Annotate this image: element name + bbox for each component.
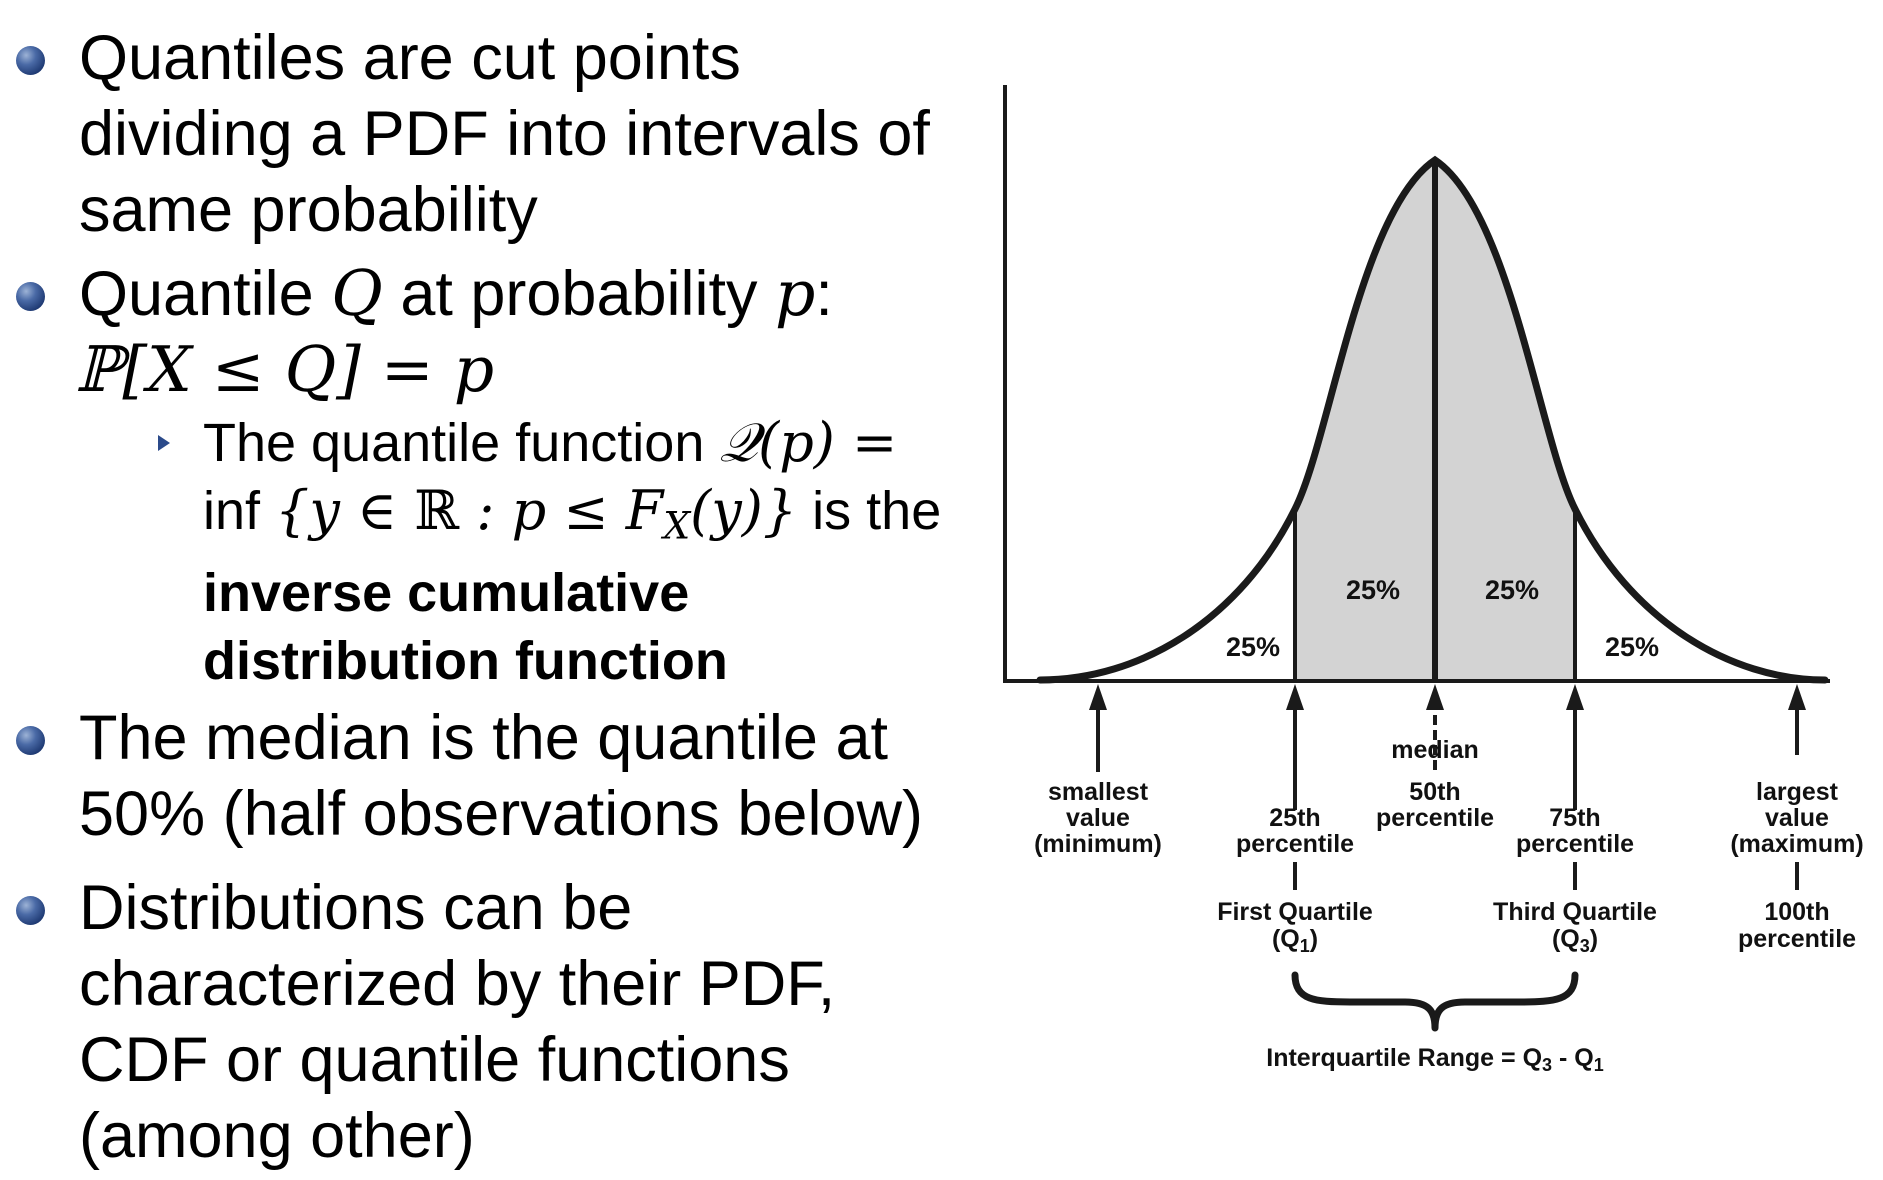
bullet-marker [16, 896, 45, 925]
max-label-1: largest [1756, 778, 1839, 806]
set-math-c: (y)} [690, 479, 798, 542]
q1-symbol-q: (Q [1272, 925, 1300, 953]
iqr-q1: Q [1574, 1044, 1593, 1072]
q1-symbol-sub: 1 [1300, 936, 1310, 956]
sub-bullet-marker [158, 435, 170, 451]
q1-label-2: percentile [1236, 830, 1354, 858]
region-label-2: 25% [1346, 575, 1400, 605]
sub-bullet-text-b: is the [797, 481, 942, 541]
quantile-function-math: 𝒬(p) = [719, 411, 898, 474]
min-arrow [1089, 684, 1107, 772]
quantile-formula: ℙ[X ≤ Q] = p [75, 333, 495, 406]
bullet-3: The median is the quantile at 50% (half … [79, 700, 923, 852]
q1-label-1: 25th [1269, 804, 1320, 832]
q3-symbol-close: ) [1590, 925, 1598, 953]
cdf-subscript: X [663, 503, 691, 548]
bullet-marker [16, 726, 45, 755]
region-label-3: 25% [1485, 575, 1539, 605]
min-label-1: smallest [1048, 778, 1149, 806]
iqr-minus: - [1552, 1044, 1574, 1072]
bullet-4: Distributions can be characterized by th… [79, 870, 835, 1174]
median-arrow [1426, 684, 1444, 770]
set-math-a: {y ∈ [275, 479, 415, 542]
bullet-4-line-3: CDF or quantile functions [79, 1025, 790, 1095]
bullet-1: Quantiles are cut points dividing a PDF … [79, 20, 930, 248]
math-var-p: p [775, 257, 816, 330]
max-pct-1: 100th [1764, 898, 1829, 926]
iqr-label: Interquartile Range = Q3 - Q1 [1266, 1044, 1603, 1075]
bullet-4-line-2: characterized by their PDF, [79, 949, 836, 1019]
sub-bullet-line-1: The quantile function 𝒬(p) = [203, 409, 941, 477]
min-label-3: (minimum) [1034, 830, 1162, 858]
sub-bullet-text-a: The quantile function [203, 413, 720, 473]
max-label-2: value [1765, 804, 1829, 832]
q3-symbol-sub: 3 [1580, 936, 1590, 956]
q1-symbol-close: ) [1310, 925, 1318, 953]
q3-symbol: (Q3) [1552, 925, 1598, 956]
min-label-2: value [1066, 804, 1130, 832]
bullet-4-line-4: (among other) [79, 1101, 475, 1171]
set-math-b: : p ≤ F [459, 479, 664, 542]
max-label-3: (maximum) [1730, 830, 1863, 858]
median-label: median [1391, 736, 1479, 764]
bullet-1-line-2: dividing a PDF into intervals of [79, 99, 930, 169]
region-label-4: 25% [1605, 632, 1659, 662]
q1-symbol: (Q1) [1272, 925, 1318, 956]
median-pct-2: percentile [1376, 804, 1494, 832]
bullet-2-text-b: at probability [382, 259, 776, 329]
bullet-4-line-1: Distributions can be [79, 873, 633, 943]
iqr-brace [1291, 971, 1579, 1032]
q1-arrow [1286, 684, 1304, 810]
q3-label-1: 75th [1549, 804, 1600, 832]
bullet-marker [16, 282, 45, 311]
iqr-q1-sub: 1 [1594, 1055, 1604, 1075]
q1-name: First Quartile [1217, 898, 1373, 926]
sub-bullet-bold-1: inverse cumulative [203, 563, 690, 624]
bullet-2-line-1: Quantile Q at probability p: [79, 256, 833, 332]
bullet-3-line-1: The median is the quantile at [79, 703, 889, 773]
median-pct-1: 50th [1409, 778, 1460, 806]
q3-symbol-q: (Q [1552, 925, 1580, 953]
iqr-q3: Q [1523, 1044, 1542, 1072]
sub-bullet-line-2: inf {y ∈ ℝ : p ≤ FX(y)} is the [203, 477, 941, 559]
sub-bullet: The quantile function 𝒬(p) = inf {y ∈ ℝ … [203, 409, 941, 695]
q3-label-2: percentile [1516, 830, 1634, 858]
iqr-text: Interquartile Range = [1266, 1044, 1522, 1072]
bullet-2-colon: : [815, 259, 833, 329]
bullet-2: Quantile Q at probability p: ℙ[X ≤ Q] = … [75, 256, 833, 408]
bullet-1-line-1: Quantiles are cut points [79, 23, 741, 93]
q3-arrow [1566, 684, 1584, 810]
reals-symbol: ℝ [414, 479, 460, 542]
quartile-diagram: 25% 25% 25% 25% [990, 60, 1883, 1100]
math-var-q: Q [331, 257, 383, 330]
region-label-1: 25% [1226, 632, 1280, 662]
max-arrow [1788, 684, 1806, 755]
q3-name: Third Quartile [1493, 898, 1657, 926]
quartile-diagram-svg: 25% 25% 25% 25% [1003, 85, 1864, 1075]
bullet-2-text-a: Quantile [79, 259, 332, 329]
bullet-marker [16, 46, 45, 75]
iqr-q3-sub: 3 [1542, 1055, 1552, 1075]
bullet-1-line-3: same probability [79, 175, 538, 245]
max-pct-2: percentile [1738, 925, 1856, 953]
sub-bullet-bold-2: distribution function [203, 631, 728, 692]
inf-text: inf [203, 481, 276, 541]
bullet-3-line-2: 50% (half observations below) [79, 779, 923, 849]
